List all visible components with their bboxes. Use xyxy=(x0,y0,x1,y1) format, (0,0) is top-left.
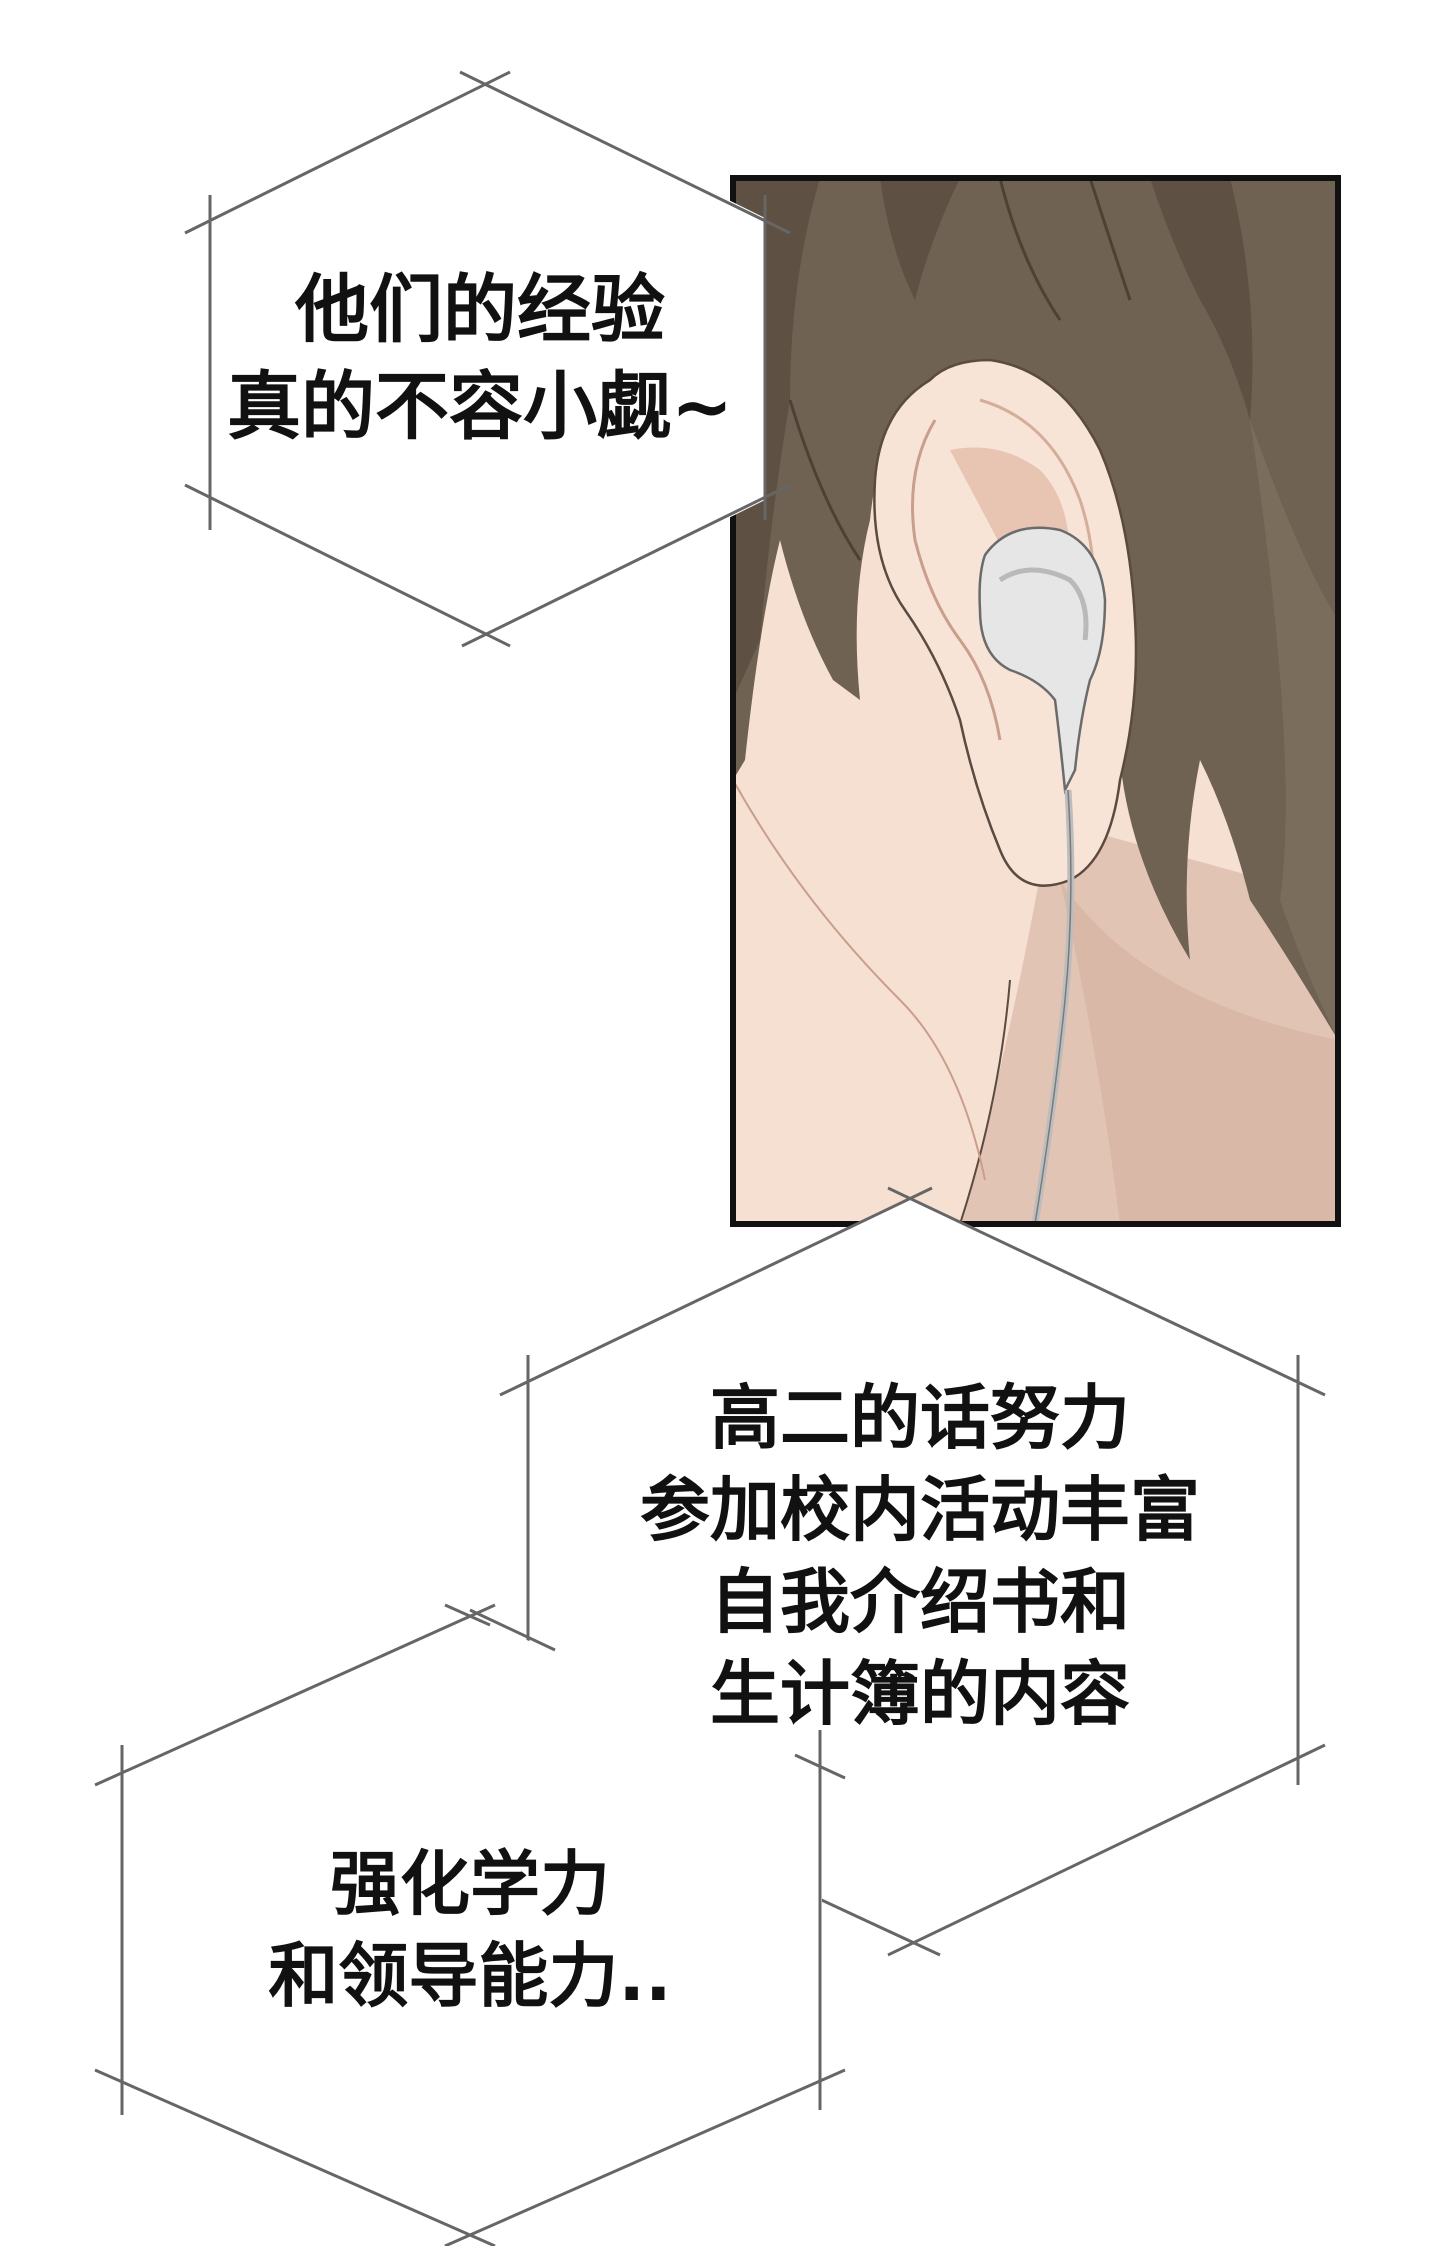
hair-strand-top xyxy=(880,178,960,300)
earphone-highlight xyxy=(998,567,1089,641)
bubble-2-line-1: 高二的话努力 xyxy=(710,1377,1130,1459)
hair-strand-right xyxy=(1150,178,1253,420)
bubble-3-line-2: 和领导能力.. xyxy=(268,1935,672,2017)
bubble-2-line-2: 参加校内活动丰富 xyxy=(640,1469,1200,1551)
bubble-1-line-1: 他们的经验 xyxy=(295,267,665,353)
hair-strand-right-light xyxy=(1250,420,1338,1040)
hair-line xyxy=(1088,178,1132,301)
neck-shadow-deep xyxy=(1060,880,1338,1224)
bubble-2-line-4: 生计簿的内容 xyxy=(710,1653,1130,1735)
hair-line xyxy=(788,399,862,561)
speech-bubble-3 xyxy=(94,1603,846,2246)
earphone-cable-edge xyxy=(1034,789,1072,1224)
bubble-3-line-1: 强化学力 xyxy=(330,1843,610,1925)
bubble-1-text: 他们的经验 真的不容小觑~ xyxy=(190,262,770,456)
bubble-1-line-2: 真的不容小觑~ xyxy=(226,364,733,450)
speech-bubble-1 xyxy=(184,70,791,648)
bubble-2-line-3: 自我介绍书和 xyxy=(710,1561,1130,1643)
hair-line xyxy=(998,178,1062,321)
bubble-3-text: 强化学力 和领导能力.. xyxy=(200,1838,740,2022)
earphone-bud xyxy=(978,526,1107,795)
neck-line xyxy=(733,779,986,1181)
jaw-line xyxy=(959,979,1011,1224)
ear-fold xyxy=(911,419,1002,741)
panel-frame xyxy=(730,175,1341,1227)
hair-back xyxy=(733,178,1338,1040)
bubble-2-text: 高二的话努力 参加校内活动丰富 自我介绍书和 生计簿的内容 xyxy=(580,1372,1260,1740)
comic-panel xyxy=(730,175,1341,1227)
